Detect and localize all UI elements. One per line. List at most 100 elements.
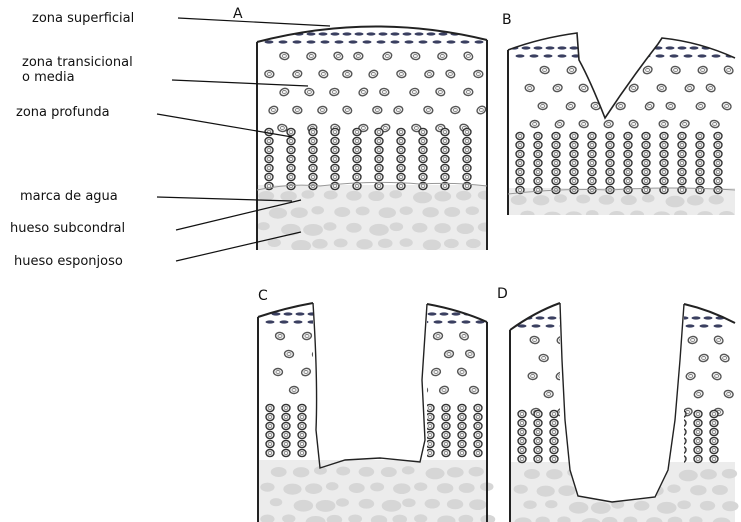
chondrocyte	[375, 137, 383, 144]
chondrocyte	[516, 177, 524, 184]
bone-lacuna	[402, 498, 416, 507]
chondrocyte	[266, 431, 274, 438]
bone-lacuna	[381, 467, 397, 477]
flattened-chondrocyte	[606, 46, 615, 49]
chondrocyte-nucleus	[348, 442, 352, 445]
chondrocyte	[442, 422, 450, 429]
chondrocyte	[642, 141, 650, 148]
leader-profunda	[157, 114, 292, 137]
panel-d	[510, 303, 739, 522]
chondrocyte	[552, 159, 560, 166]
chondrocyte	[550, 437, 558, 444]
chondrocyte	[265, 137, 273, 144]
flattened-chondrocyte	[363, 40, 372, 43]
flattened-chondrocyte	[546, 324, 555, 327]
chondrocyte	[298, 404, 306, 411]
chondrocyte	[346, 449, 354, 456]
chondrocyte	[678, 177, 686, 184]
chondrocyte	[458, 413, 466, 420]
panel-c	[258, 303, 495, 522]
flattened-chondrocyte	[308, 312, 317, 315]
chondrocyte	[354, 52, 363, 59]
chondrocyte	[266, 449, 274, 456]
bone-lacuna	[301, 190, 314, 198]
chondrocyte	[550, 419, 558, 426]
bone-lacuna	[346, 223, 362, 233]
chondrocyte	[710, 419, 718, 426]
chondrocyte	[534, 186, 542, 193]
flattened-chondrocyte	[628, 54, 637, 57]
chondrocyte-nucleus	[317, 388, 321, 391]
bone-lacuna	[634, 501, 650, 511]
chondrocyte	[710, 455, 718, 462]
bone-lacuna	[356, 206, 370, 215]
flattened-chondrocyte	[714, 324, 723, 327]
chondrocyte	[723, 389, 734, 398]
chondrocyte	[394, 449, 402, 456]
chondrocyte	[624, 186, 632, 193]
bone-lacuna	[709, 195, 724, 205]
chondrocyte	[463, 51, 474, 61]
bone-lacuna	[257, 222, 269, 230]
bone-lacuna	[469, 467, 484, 477]
bone-lacuna	[336, 498, 349, 506]
chondrocyte	[292, 106, 302, 115]
chondrocyte	[710, 437, 718, 444]
chondrocyte	[714, 141, 722, 148]
chondrocyte	[346, 413, 354, 420]
chondrocyte	[326, 367, 337, 376]
chondrocyte	[474, 431, 482, 438]
bone-lacuna	[359, 499, 375, 509]
chondrocyte-nucleus	[348, 424, 352, 427]
bone-lacuna	[280, 191, 296, 201]
chondrocyte	[696, 132, 704, 139]
bone-lacuna	[537, 486, 555, 497]
chondrocyte-nucleus	[396, 451, 400, 454]
bone-lacuna	[293, 467, 309, 477]
bone-lacuna	[316, 500, 336, 512]
bone-lacuna	[667, 484, 680, 493]
chondrocyte	[660, 141, 668, 148]
chondrocyte	[328, 331, 339, 341]
chondrocyte	[714, 159, 722, 166]
flattened-chondrocyte	[293, 40, 302, 43]
flattened-chondrocyte	[684, 54, 693, 57]
chondrocyte	[666, 102, 676, 110]
chondrocyte	[397, 128, 405, 135]
chondrocyte	[433, 332, 443, 340]
bone-lacuna	[554, 194, 567, 202]
chondrocyte	[266, 422, 274, 429]
chondrocyte	[426, 413, 434, 420]
chondrocyte	[394, 431, 402, 438]
chondrocyte-nucleus	[380, 442, 384, 445]
flattened-chondrocyte	[522, 46, 531, 49]
bone-lacuna	[349, 483, 365, 493]
chondrocyte-nucleus	[412, 442, 416, 445]
chondrocyte	[603, 84, 612, 91]
chondrocyte	[292, 69, 303, 78]
chondrocyte	[552, 132, 560, 139]
chondrocyte	[679, 119, 690, 129]
chondrocyte	[642, 168, 650, 175]
bone-lacuna	[294, 500, 314, 512]
bone-lacuna	[260, 483, 274, 492]
chondrocyte	[444, 350, 454, 359]
chondrocyte	[368, 69, 379, 79]
chondrocyte	[419, 155, 427, 162]
chondrocyte	[346, 440, 354, 447]
chondrocyte	[678, 186, 686, 193]
flattened-chondrocyte	[698, 54, 707, 57]
bone-lacuna	[599, 195, 615, 205]
chondrocyte	[458, 331, 469, 341]
chondrocyte-nucleus	[396, 433, 400, 436]
chondrocyte	[693, 389, 704, 399]
flattened-chondrocyte	[427, 32, 436, 35]
bone-lacuna	[569, 502, 589, 514]
flattened-chondrocyte	[280, 320, 289, 323]
chondrocyte	[588, 159, 596, 166]
bone-lacuna	[368, 191, 384, 201]
bone-lacuna	[642, 194, 655, 202]
chondrocyte-nucleus	[348, 415, 352, 418]
chondrocyte	[265, 173, 273, 180]
bone-lacuna	[305, 483, 322, 494]
